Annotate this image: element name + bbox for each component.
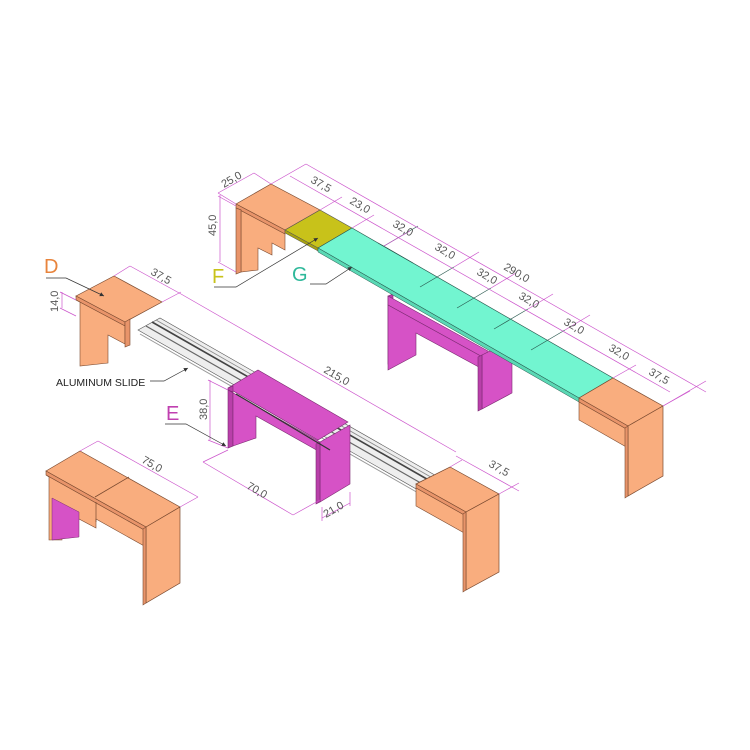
dim-slide-length: 215,0 — [322, 364, 352, 388]
middle-dimension-lines — [59, 265, 520, 521]
dim-leaf-3: 32,0 — [475, 266, 500, 287]
top-right-end-unit — [578, 377, 664, 499]
closed-dimension-lines — [79, 440, 199, 508]
top-extended-table: 25,0 45,0 37,5 23,0 32,0 32,0 32,0 32,0 … — [207, 163, 707, 499]
dim-support-depth: 21,0 — [322, 499, 347, 520]
support-E — [227, 369, 351, 505]
unit-D — [75, 275, 163, 367]
middle-right-end-unit — [415, 466, 500, 593]
label-E: E — [166, 403, 179, 425]
dim-height: 45,0 — [207, 215, 219, 236]
dim-depth: 25,0 — [220, 169, 245, 190]
dim-leaf-1: 32,0 — [391, 218, 416, 239]
label-aluminum-slide: ALUMINUM SLIDE — [56, 377, 145, 389]
label-G: G — [292, 264, 308, 286]
dim-end-length: 37,5 — [149, 266, 174, 287]
dim-top-height: 14,0 — [49, 291, 61, 312]
dim-leaf-6: 32,0 — [607, 342, 632, 363]
dim-total: 290,0 — [502, 261, 532, 285]
dim-end-length-right: 37,5 — [487, 458, 512, 479]
dim-closed-length: 75,0 — [140, 454, 165, 475]
dim-end-length-right: 37,5 — [647, 366, 672, 387]
leaf-pointers — [214, 237, 353, 288]
label-F: F — [212, 266, 224, 288]
closed-console-table: 75,0 — [45, 440, 199, 606]
top-support-bench — [387, 293, 513, 412]
dim-support-height: 38,0 — [198, 399, 210, 420]
label-D: D — [44, 256, 58, 278]
top-dimension-lines — [217, 163, 707, 407]
middle-pointers — [46, 277, 227, 447]
dim-support-length: 70,0 — [245, 480, 270, 501]
dim-olive-leaf: 23,0 — [348, 195, 373, 216]
